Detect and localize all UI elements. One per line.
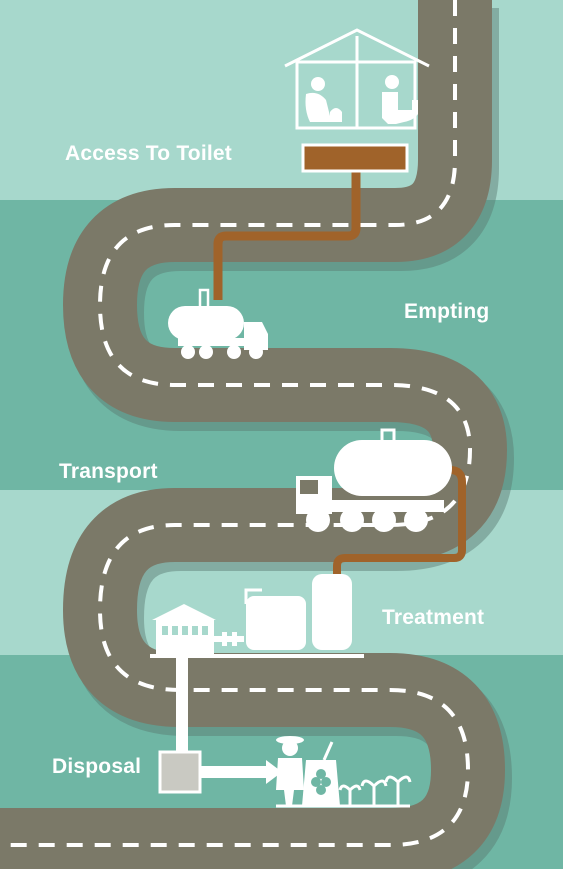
tanker-truck-icon bbox=[296, 428, 452, 532]
seedlings-icon bbox=[276, 775, 412, 808]
label-treatment: Treatment bbox=[382, 606, 485, 629]
farmer-icon bbox=[276, 736, 304, 806]
disposal-pipe bbox=[176, 656, 282, 784]
house-toilet-icon bbox=[284, 28, 430, 173]
disposal-tank bbox=[158, 750, 202, 794]
treatment-plant-icon bbox=[150, 574, 364, 658]
label-disposal: Disposal bbox=[52, 755, 142, 778]
small-truck-icon bbox=[168, 288, 268, 359]
label-access-to-toilet: Access To Toilet bbox=[65, 142, 232, 165]
lane-marking bbox=[0, 0, 470, 845]
sludge-pipe-2 bbox=[333, 466, 466, 575]
label-transport: Transport bbox=[59, 460, 158, 483]
label-empting: Empting bbox=[404, 300, 490, 323]
sludge-pipe-1 bbox=[213, 165, 361, 300]
fertilizer-bag-icon bbox=[302, 741, 340, 806]
